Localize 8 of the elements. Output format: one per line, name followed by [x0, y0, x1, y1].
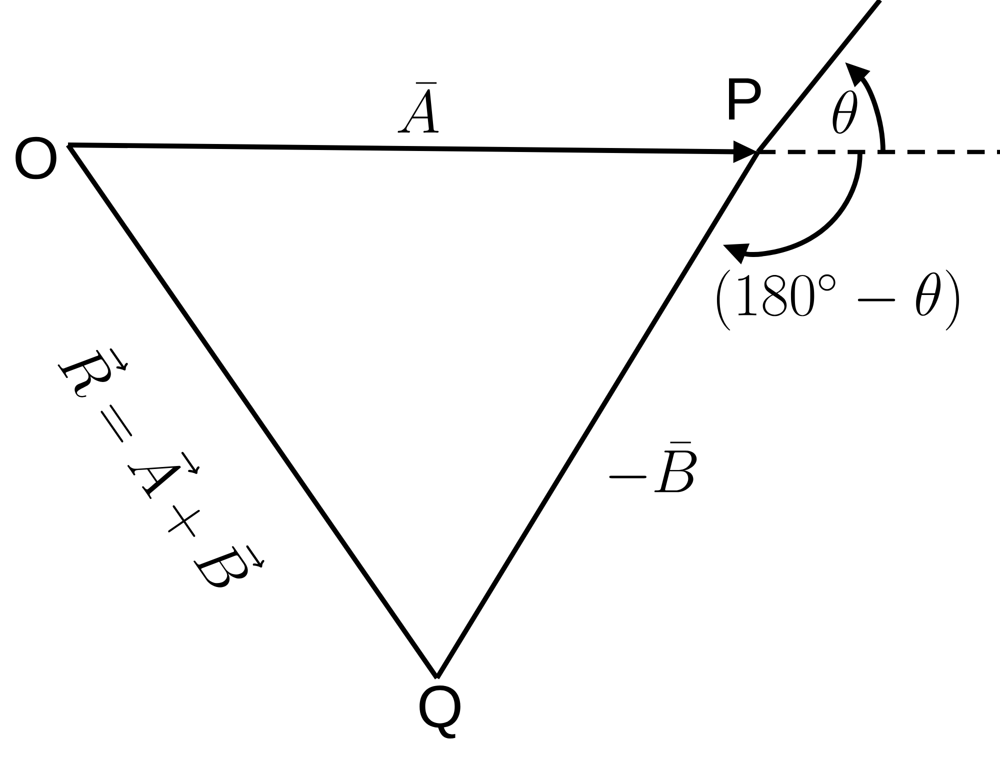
edge-label: $\vec{R}=\vec{A}+\vec{B}$: [58, 348, 264, 588]
edge-label: $-\bar{B}$: [609, 442, 697, 492]
vertex-label: O: [16, 136, 56, 180]
vertex-label: Q: [420, 686, 460, 739]
vertex-label: P: [729, 78, 761, 120]
edge-label: $\bar{A}$: [398, 82, 439, 133]
angle-label: $\theta$: [832, 90, 858, 134]
angle-label: $(180^{\circ}-\theta)$: [716, 270, 959, 330]
